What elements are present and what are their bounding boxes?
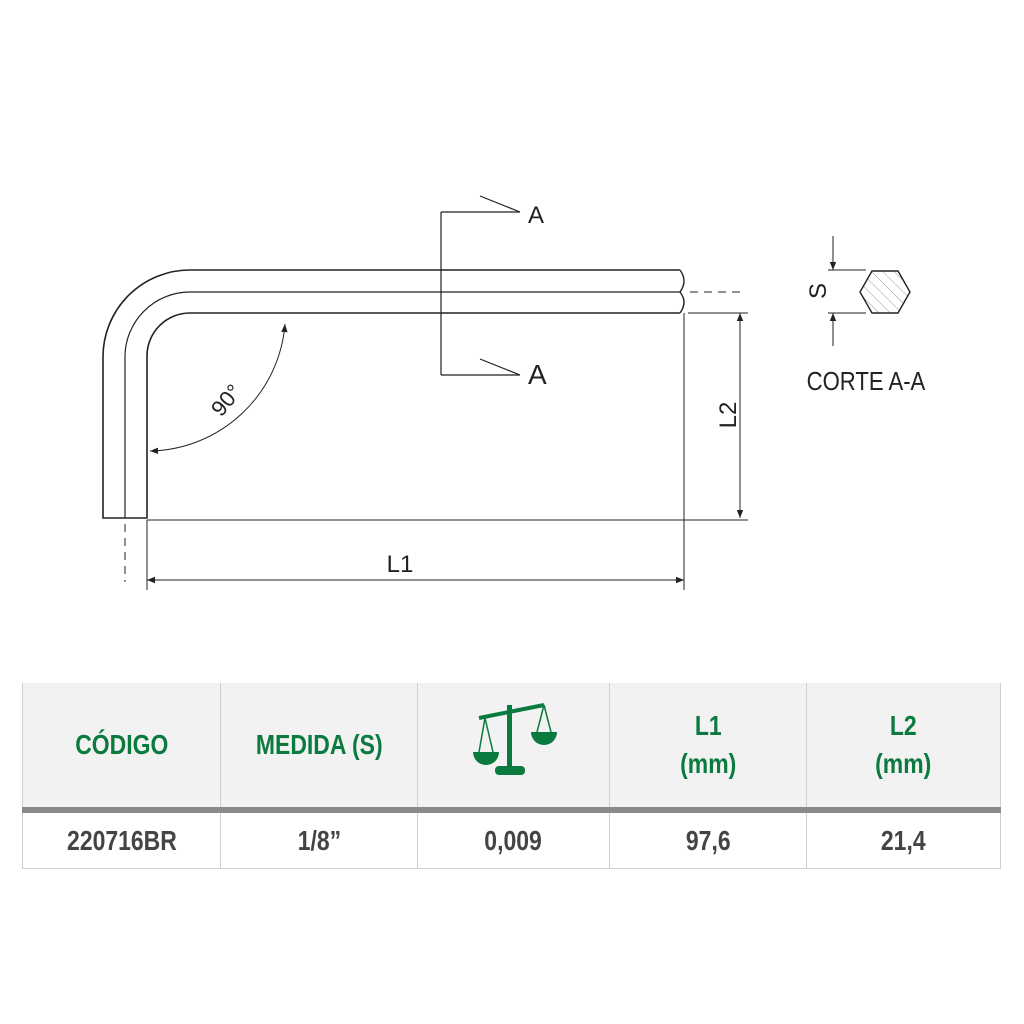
header-codigo: CÓDIGO: [22, 683, 221, 813]
header-medida-label: MEDIDA (S): [255, 729, 383, 760]
cell-l2: 21,4: [806, 810, 1001, 869]
header-l1-label: L1 (mm): [680, 707, 736, 783]
section-label-top: A: [528, 202, 544, 229]
cross-section-a-a: [828, 236, 911, 346]
dimension-l1-label: L1: [387, 551, 414, 578]
dimension-s-label: S: [805, 283, 832, 299]
cell-l2-value: 21,4: [881, 824, 926, 856]
cell-peso-value: 0,009: [484, 824, 543, 856]
cell-l1-value: 97,6: [685, 824, 731, 856]
section-label-bottom: A: [528, 359, 547, 390]
table-header-row: CÓDIGO MEDIDA (S): [22, 683, 1001, 813]
header-l2: L2 (mm): [806, 683, 1001, 813]
header-l2-label: L2 (mm): [875, 707, 931, 783]
cell-codigo-value: 220716BR: [66, 824, 177, 856]
header-codigo-label: CÓDIGO: [74, 729, 169, 760]
cell-codigo: 220716BR: [22, 810, 221, 869]
hex-key-technical-drawing: A A L1 L2 90° S CORTE A-A: [102, 195, 926, 590]
header-weight: [417, 683, 610, 813]
scale-icon: [472, 703, 557, 775]
cell-medida-value: 1/8”: [297, 824, 341, 856]
dimension-lines: [124, 291, 748, 590]
cell-l1: 97,6: [609, 810, 807, 869]
section-title: CORTE A-A: [807, 367, 926, 396]
header-l2-line1: L2: [890, 710, 917, 741]
dimension-l2-label: L2: [715, 402, 742, 429]
cell-medida: 1/8”: [220, 810, 418, 869]
header-l1: L1 (mm): [609, 683, 807, 813]
specs-table: CÓDIGO MEDIDA (S): [22, 683, 1001, 869]
header-l1-line2: (mm): [679, 748, 737, 779]
header-medida: MEDIDA (S): [220, 683, 418, 813]
table-row: 220716BR 1/8” 0,009 97,6 21,4: [22, 810, 1001, 869]
cell-peso: 0,009: [417, 810, 610, 869]
header-l2-line2: (mm): [875, 748, 932, 779]
hex-key-outline: [102, 269, 685, 519]
header-l1-line1: L1: [694, 710, 722, 741]
section-marker: [440, 195, 521, 376]
